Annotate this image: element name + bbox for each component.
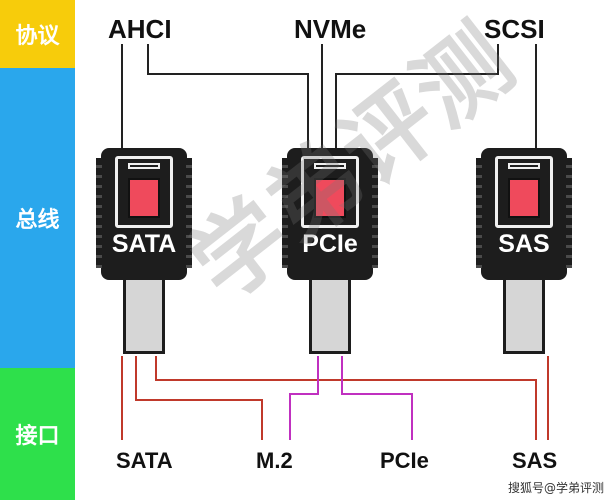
interface-band-label: 接口: [15, 424, 60, 449]
wire-sata-bus-sas-if: [155, 356, 537, 440]
interface-band: 接口: [0, 368, 75, 500]
protocol-ahci: AHCI: [108, 14, 172, 44]
bus-sas-label: SAS: [498, 230, 550, 258]
protocol-band: 协议: [0, 0, 75, 68]
pcie-bus-connector: PCIe: [282, 148, 378, 356]
sas-connector-neck: [503, 280, 545, 354]
pcie-connector-neck: [309, 280, 351, 354]
wire-sata-bus-m2: [135, 356, 263, 440]
wire-pcie-bus-m2: [289, 356, 319, 440]
bus-sata-label: SATA: [111, 230, 177, 258]
interface-pcie: PCIe: [380, 448, 429, 473]
sas-bus-connector: SAS: [476, 148, 572, 356]
protocol-band-label: 协议: [15, 24, 60, 49]
sata-bus-connector: SATA: [96, 148, 192, 356]
protocol-scsi: SCSI: [484, 14, 545, 44]
bus-pcie-label: PCIe: [302, 230, 358, 258]
sata-chip: [128, 178, 160, 218]
bus-band: 总线: [0, 68, 75, 368]
wire-ahci-pcie: [147, 44, 309, 150]
wire-pcie-bus-pcie-if: [341, 356, 413, 440]
sata-connector-neck: [123, 280, 165, 354]
pcie-chip: [314, 178, 346, 218]
interface-sas: SAS: [512, 448, 558, 473]
interface-sata: SATA: [116, 448, 173, 473]
protocol-nvme: NVMe: [294, 14, 367, 44]
bus-band-label: 总线: [15, 208, 60, 233]
wire-scsi-pcie: [335, 44, 499, 150]
credit-text: 搜狐号@学弟评测: [507, 481, 604, 495]
sas-chip: [508, 178, 540, 218]
interface-m2: M.2: [256, 448, 293, 473]
